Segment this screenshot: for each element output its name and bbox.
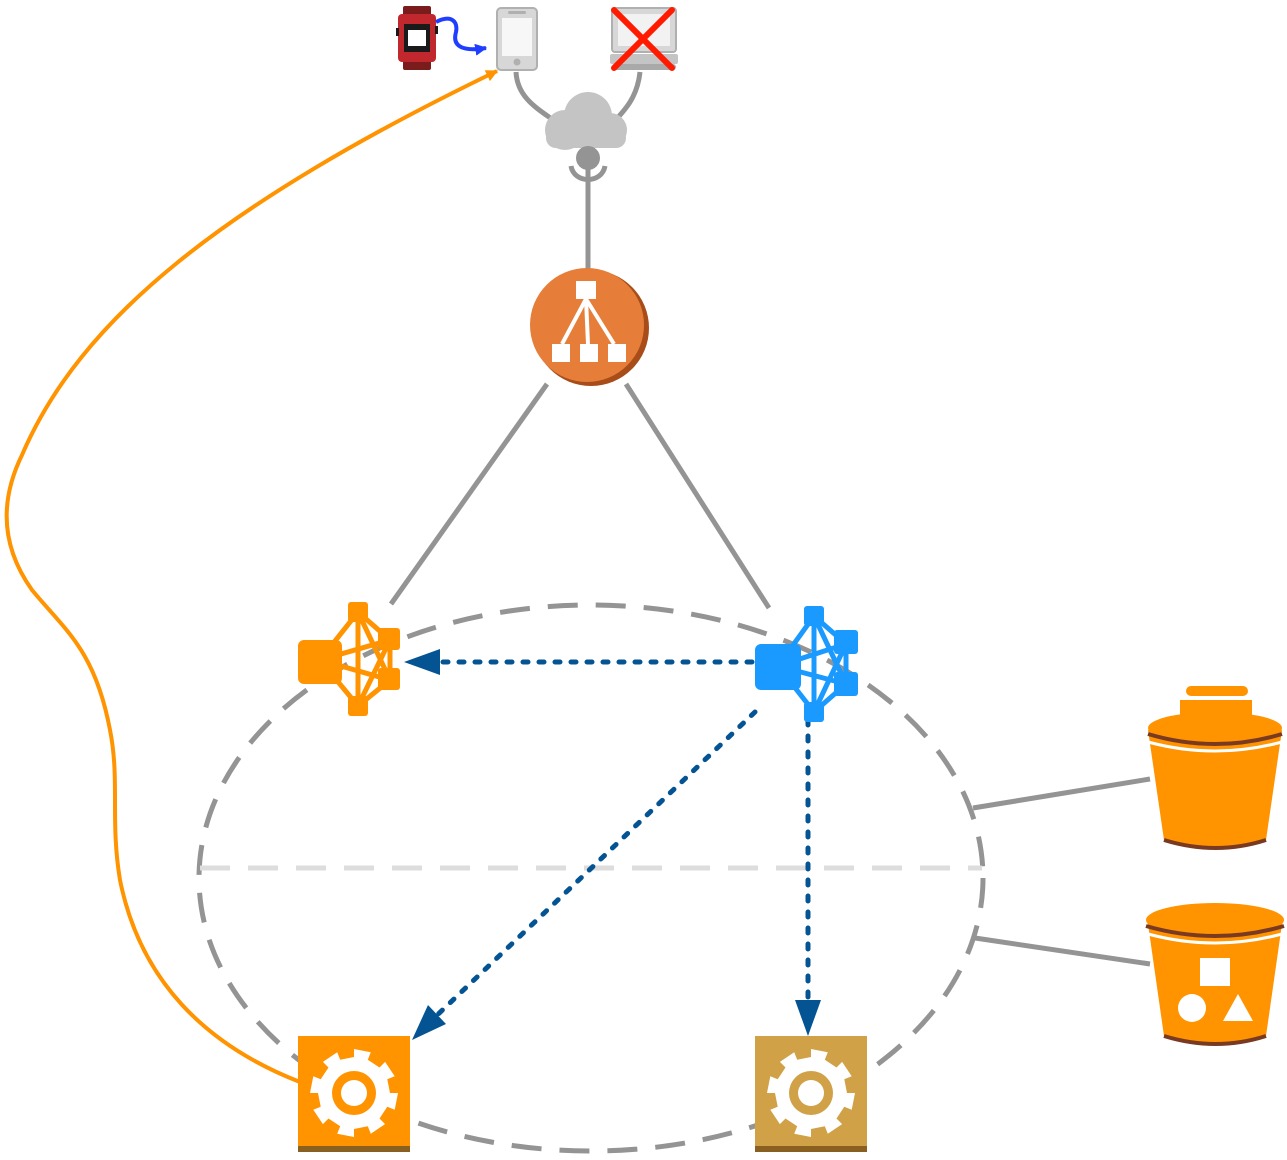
object-storage-bucket-icon[interactable] <box>1145 903 1285 1046</box>
message-arrows <box>429 659 811 1023</box>
queue-node-secondary-icon[interactable] <box>298 602 400 716</box>
queue-to-worker-left-arrowhead <box>412 1005 446 1040</box>
worker-to-phone-notification-path <box>4 69 499 1084</box>
storage-bucket-icon[interactable] <box>1147 686 1283 850</box>
watch-to-phone-push-arrow <box>435 16 488 56</box>
smartwatch-icon <box>396 6 438 70</box>
mobile-phone-icon[interactable] <box>496 7 538 71</box>
internet-cloud-icon <box>545 92 627 182</box>
queue-to-worker-right-arrowhead <box>795 1000 821 1036</box>
cluster-to-storage-bucket-link <box>972 776 1151 811</box>
cluster-boundary <box>196 602 986 1154</box>
worker-secondary-icon[interactable] <box>755 1036 867 1152</box>
gear-icon <box>310 1049 398 1137</box>
queue-replication-arrowhead <box>404 649 440 675</box>
cluster-to-object-bucket-link <box>974 935 1151 967</box>
gear-hub <box>798 1080 824 1106</box>
gear-hub <box>341 1080 367 1106</box>
gear-icon <box>767 1049 855 1137</box>
queue-to-worker-left-arrow <box>429 709 758 1023</box>
load-balancer-to-queue-left-link <box>388 382 550 606</box>
laptop-blocked-icon[interactable] <box>610 7 678 71</box>
worker-primary-icon[interactable] <box>298 1036 410 1152</box>
load-balancer-to-queue-right-link <box>623 382 772 610</box>
load-balancer-icon[interactable] <box>530 268 649 386</box>
queue-node-primary-icon[interactable] <box>755 606 858 722</box>
